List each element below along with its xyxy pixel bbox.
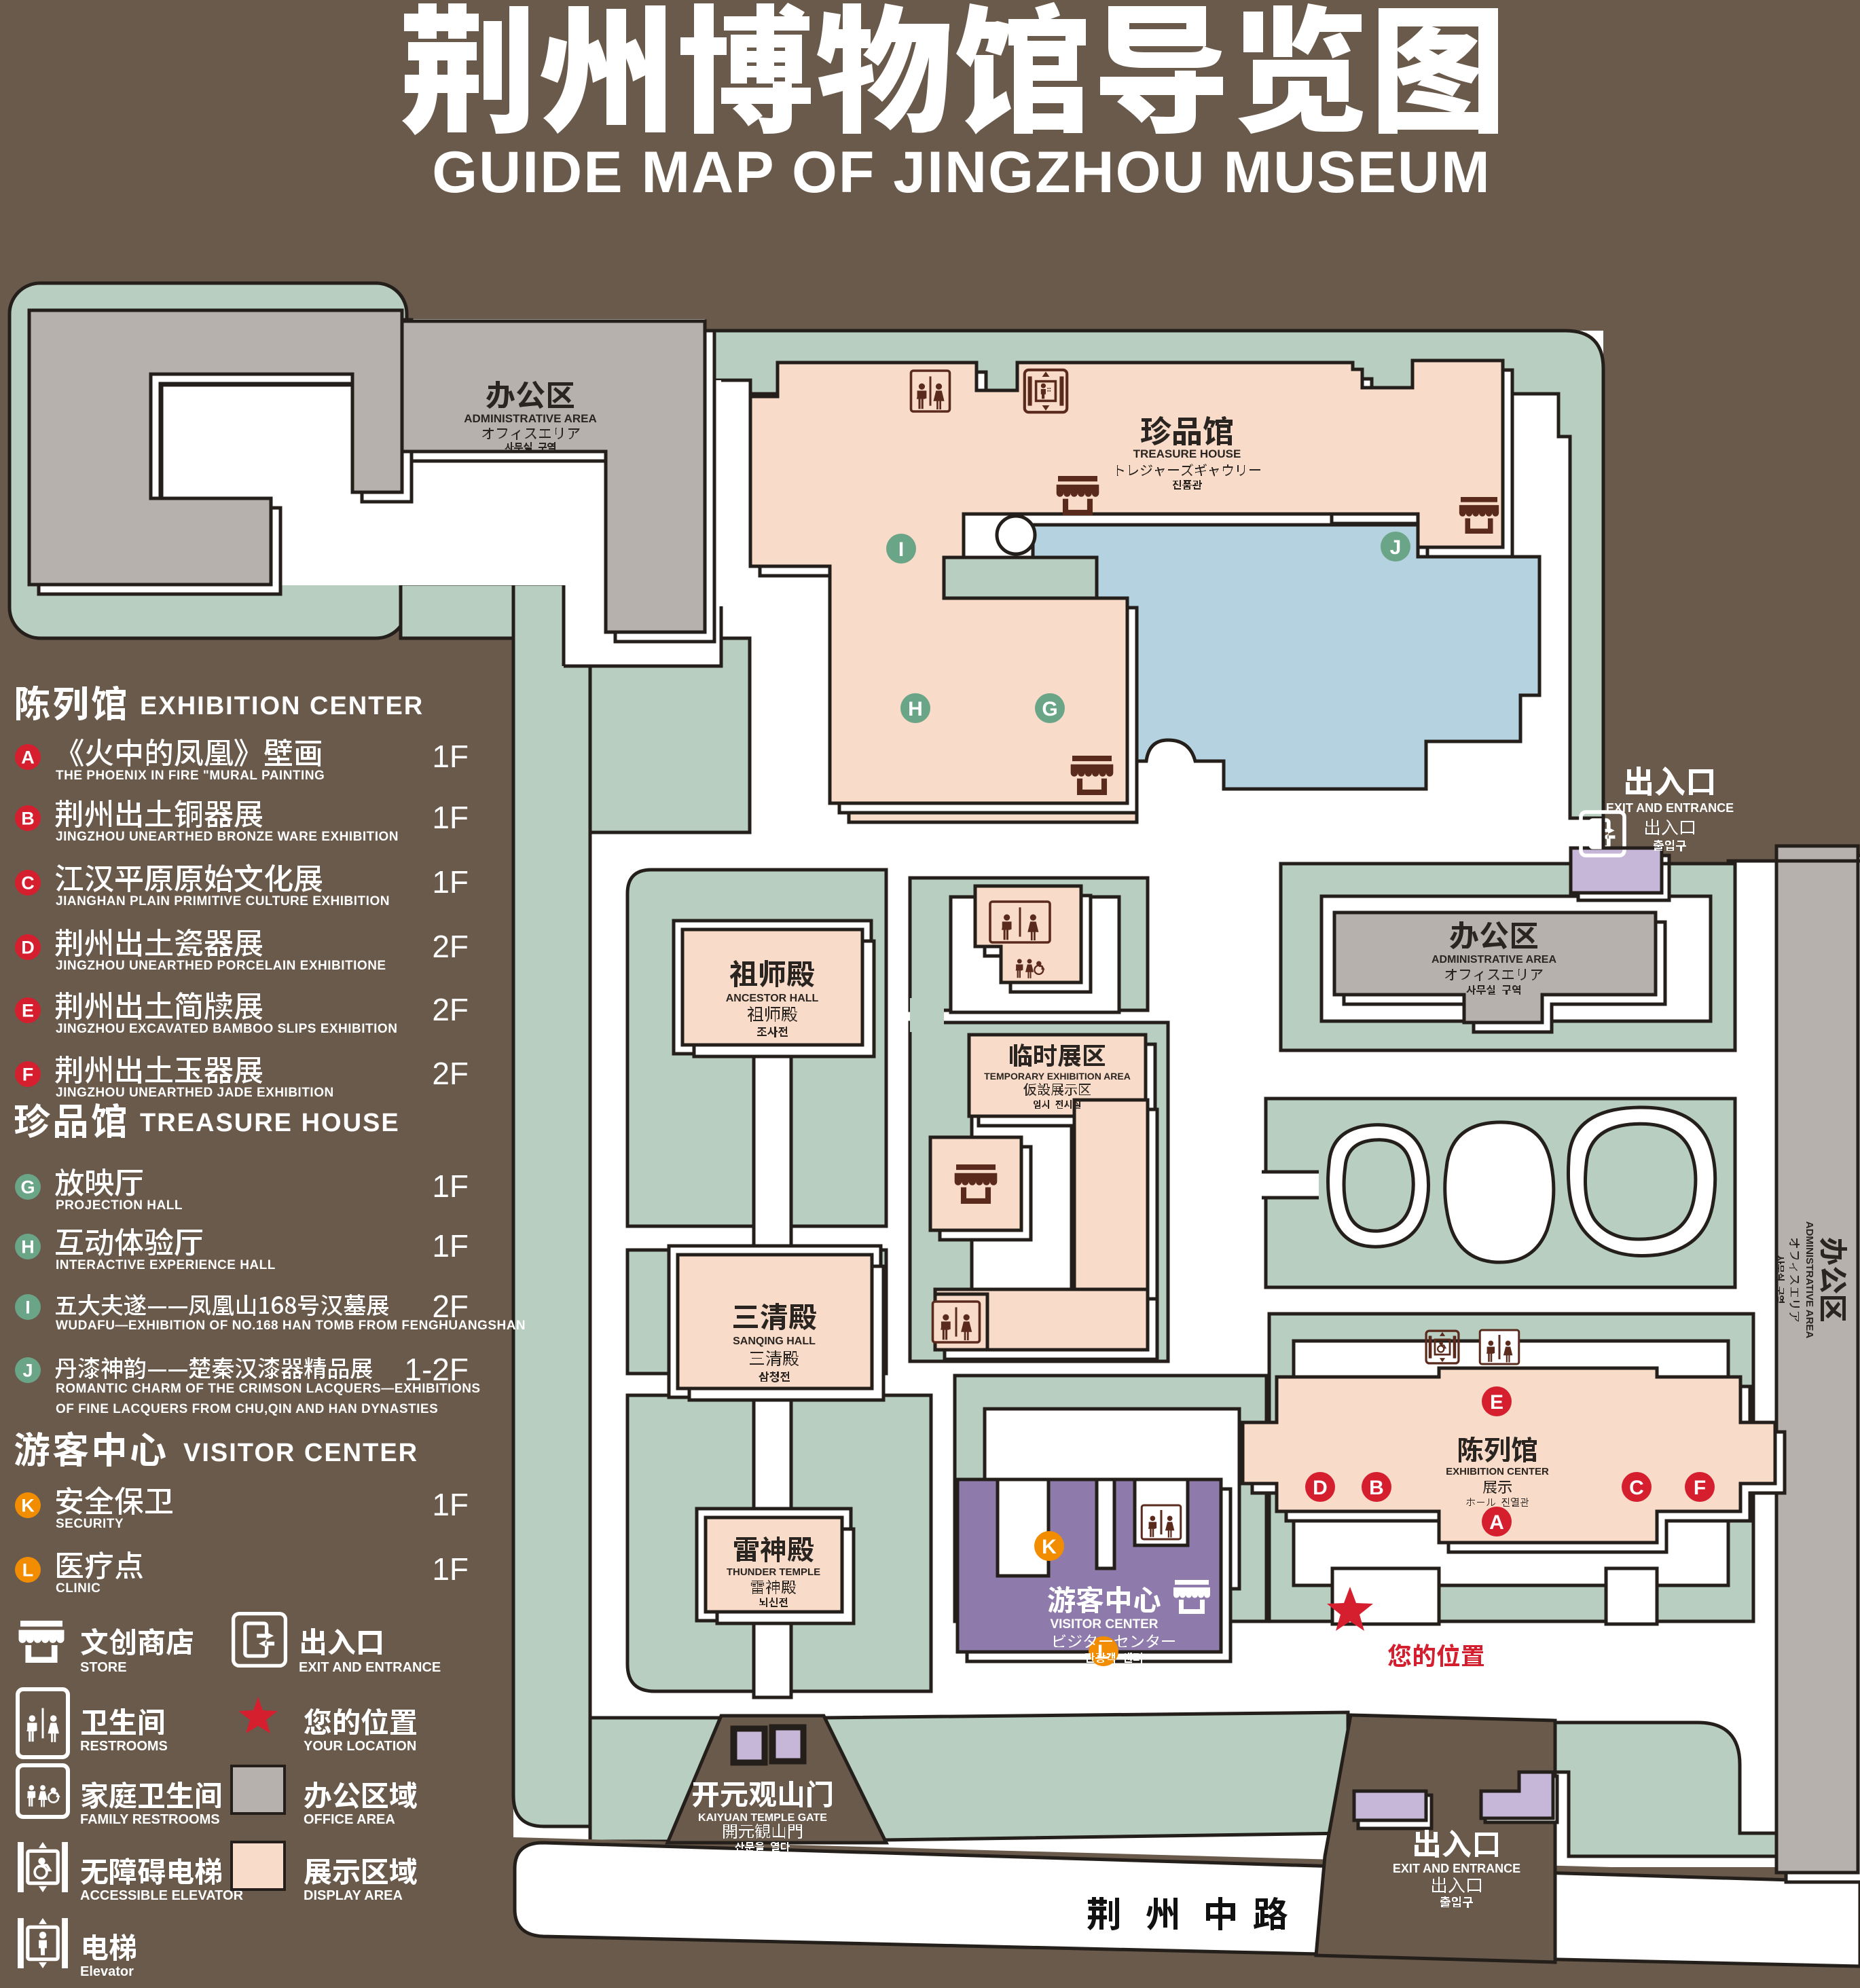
svg-text:1-2F: 1-2F <box>404 1352 469 1387</box>
svg-text:CLINIC: CLINIC <box>56 1581 101 1596</box>
svg-text:J: J <box>22 1361 33 1381</box>
svg-text:THE PHOENIX IN FIRE "MURAL PAI: THE PHOENIX IN FIRE "MURAL PAINTING <box>56 769 325 783</box>
svg-text:1F: 1F <box>432 1487 469 1522</box>
svg-text:OF FINE LACQUERS FROM CHU,QIN: OF FINE LACQUERS FROM CHU,QIN AND HAN DY… <box>56 1402 438 1416</box>
svg-text:1F: 1F <box>432 1228 469 1264</box>
svg-text:WUDAFU—EXHIBITION OF NO.168 HA: WUDAFU—EXHIBITION OF NO.168 HAN TOMB FRO… <box>56 1319 526 1333</box>
svg-text:2F: 2F <box>432 1056 469 1091</box>
svg-text:1F: 1F <box>432 800 469 835</box>
svg-text:INTERACTIVE EXPERIENCE HALL: INTERACTIVE EXPERIENCE HALL <box>56 1258 276 1272</box>
svg-text:D: D <box>1313 1477 1328 1499</box>
svg-text:JINGZHOU UNEARTHED JADE EXHIBI: JINGZHOU UNEARTHED JADE EXHIBITION <box>56 1086 334 1100</box>
svg-text:1F: 1F <box>432 864 469 900</box>
svg-text:C: C <box>1629 1477 1644 1499</box>
svg-text:L: L <box>22 1560 34 1581</box>
svg-text:J: J <box>1390 536 1402 559</box>
svg-text:SECURITY: SECURITY <box>56 1517 124 1531</box>
svg-text:GUIDE MAP OF JINGZHOU MUSEUM: GUIDE MAP OF JINGZHOU MUSEUM <box>432 140 1491 205</box>
svg-text:KAIYUAN TEMPLE GATE: KAIYUAN TEMPLE GATE <box>698 1812 827 1824</box>
svg-text:ACCESSIBLE ELEVATOR: ACCESSIBLE ELEVATOR <box>80 1888 244 1903</box>
svg-text:TREASURE HOUSE: TREASURE HOUSE <box>1133 447 1241 460</box>
svg-text:C: C <box>21 873 35 894</box>
svg-text:2F: 2F <box>432 992 469 1027</box>
svg-text:G: G <box>20 1177 35 1198</box>
svg-text:2F: 2F <box>432 1289 469 1324</box>
svg-text:E: E <box>1490 1391 1503 1414</box>
svg-text:ADMINISTRATIVE AREA: ADMINISTRATIVE AREA <box>464 412 597 425</box>
svg-text:F: F <box>1694 1477 1706 1499</box>
svg-text:JINGZHOU UNEARTHED BRONZE WARE: JINGZHOU UNEARTHED BRONZE WARE EXHIBITIO… <box>56 830 399 844</box>
svg-text:ADMINISTRATIVE AREA: ADMINISTRATIVE AREA <box>1804 1221 1815 1339</box>
svg-text:FAMILY RESTROOMS: FAMILY RESTROOMS <box>80 1812 220 1827</box>
svg-text:A: A <box>1489 1511 1504 1534</box>
svg-text:H: H <box>21 1237 35 1257</box>
svg-text:B: B <box>21 809 35 829</box>
svg-text:THUNDER TEMPLE: THUNDER TEMPLE <box>727 1566 820 1578</box>
svg-text:ADMINISTRATIVE AREA: ADMINISTRATIVE AREA <box>1432 954 1556 965</box>
svg-text:1F: 1F <box>432 1551 469 1587</box>
svg-text:ROMANTIC CHARM OF THE CRIMSON: ROMANTIC CHARM OF THE CRIMSON LACQUERS—E… <box>56 1382 481 1396</box>
svg-text:2F: 2F <box>432 929 469 964</box>
svg-text:YOUR LOCATION: YOUR LOCATION <box>304 1739 416 1754</box>
svg-text:1F: 1F <box>432 739 469 774</box>
svg-text:F: F <box>22 1065 34 1085</box>
svg-text:DISPLAY AREA: DISPLAY AREA <box>304 1888 403 1903</box>
svg-text:G: G <box>1042 698 1057 720</box>
svg-text:EXIT AND ENTRANCE: EXIT AND ENTRANCE <box>1606 801 1734 815</box>
svg-text:EXIT AND ENTRANCE: EXIT AND ENTRANCE <box>1393 1862 1520 1875</box>
svg-text:K: K <box>1042 1536 1057 1558</box>
svg-text:H: H <box>908 698 923 720</box>
svg-text:Elevator: Elevator <box>80 1964 134 1979</box>
svg-text:ANCESTOR HALL: ANCESTOR HALL <box>726 993 819 1004</box>
svg-text:EXHIBITION CENTER: EXHIBITION CENTER <box>140 692 424 720</box>
svg-text:I: I <box>898 538 904 561</box>
svg-text:PROJECTION HALL: PROJECTION HALL <box>56 1198 183 1213</box>
svg-text:B: B <box>1369 1477 1384 1499</box>
svg-text:JINGZHOU EXCAVATED BAMBOO SLIP: JINGZHOU EXCAVATED BAMBOO SLIPS EXHIBITI… <box>56 1022 397 1036</box>
svg-text:E: E <box>22 1001 34 1021</box>
svg-text:EXHIBITION CENTER: EXHIBITION CENTER <box>1446 1466 1549 1477</box>
svg-text:JINGZHOU UNEARTHED PORCELAIN E: JINGZHOU UNEARTHED PORCELAIN EXHIBITIONE <box>56 959 386 973</box>
svg-text:A: A <box>21 748 35 768</box>
svg-text:K: K <box>21 1496 35 1516</box>
svg-text:I: I <box>25 1297 31 1318</box>
svg-text:TEMPORARY EXHIBITION AREA: TEMPORARY EXHIBITION AREA <box>984 1071 1131 1082</box>
svg-text:TREASURE HOUSE: TREASURE HOUSE <box>140 1109 400 1137</box>
svg-text:VISITOR CENTER: VISITOR CENTER <box>183 1439 418 1467</box>
svg-text:RESTROOMS: RESTROOMS <box>80 1739 168 1754</box>
svg-text:EXIT AND ENTRANCE: EXIT AND ENTRANCE <box>299 1660 441 1675</box>
svg-text:SANQING HALL: SANQING HALL <box>733 1336 816 1347</box>
svg-text:D: D <box>21 938 35 958</box>
svg-text:OFFICE AREA: OFFICE AREA <box>304 1812 395 1827</box>
svg-text:STORE: STORE <box>80 1660 127 1675</box>
svg-text:VISITOR CENTER: VISITOR CENTER <box>1050 1617 1158 1632</box>
svg-text:JIANGHAN PLAIN PRIMITIVE CULTU: JIANGHAN PLAIN PRIMITIVE CULTURE EXHIBIT… <box>56 894 390 908</box>
svg-text:1F: 1F <box>432 1168 469 1204</box>
